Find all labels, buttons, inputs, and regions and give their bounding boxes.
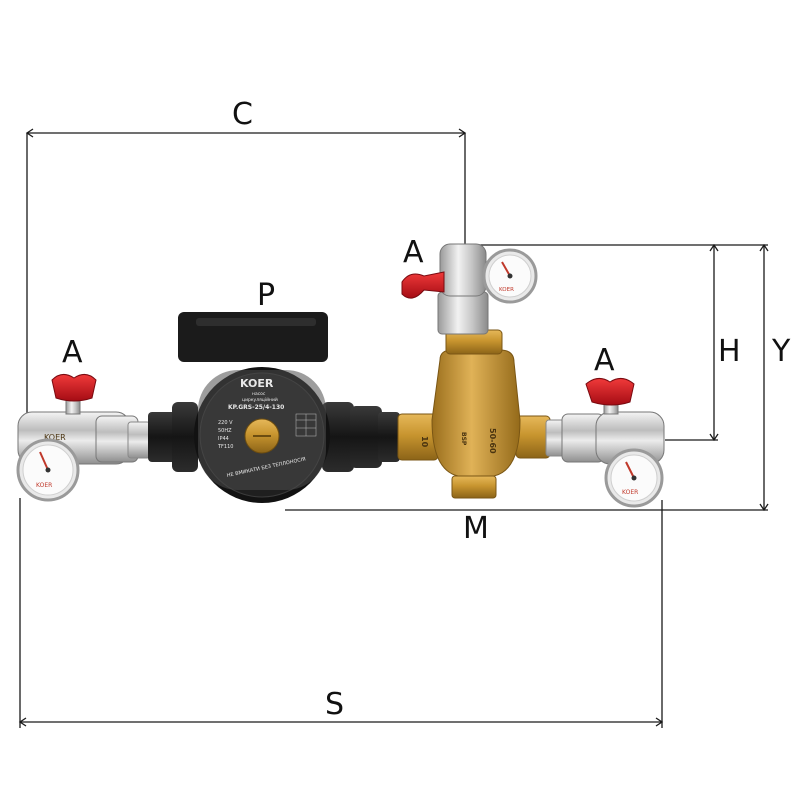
pump-brand: KOER xyxy=(240,377,274,390)
right-ball-valve: KOER xyxy=(545,378,665,508)
right-gauge-pivot xyxy=(631,475,637,481)
label-s: S xyxy=(325,687,344,722)
top-gauge-brand: KOER xyxy=(499,287,514,293)
left-valve-thread xyxy=(127,421,151,459)
left-valve-red-handle xyxy=(51,374,97,402)
circulation-pump: KOER насос циркуляційний KP.GRS-25/4-130… xyxy=(148,312,400,503)
left-gauge-needle xyxy=(39,451,49,471)
pump-speed-table xyxy=(295,413,317,437)
dimension-y-arrow-top xyxy=(759,243,769,252)
label-a-left: A xyxy=(62,335,83,370)
left-gauge-brand: KOER xyxy=(36,482,52,489)
dimension-labels: C A P A A H Y M S xyxy=(62,97,791,722)
pump-type-line2: циркуляційний xyxy=(242,396,278,403)
top-valve-red-handle xyxy=(401,271,445,299)
top-gauge-needle xyxy=(501,261,511,277)
label-a-top: A xyxy=(403,235,424,270)
right-gauge-needle xyxy=(625,461,635,479)
pump-type-line: насос xyxy=(252,392,266,397)
top-valve-body xyxy=(439,243,487,297)
pump-spec-tf: TF110 xyxy=(217,444,233,450)
mixer-marking-2: BSP xyxy=(460,432,467,446)
label-m: M xyxy=(463,511,489,546)
top-gauge-pivot xyxy=(507,273,513,279)
pump-right-union xyxy=(350,406,382,468)
top-valve-lower-nut xyxy=(437,291,489,335)
pump-left-union xyxy=(148,412,178,462)
label-y: Y xyxy=(771,334,791,369)
pump-spec-freq: 50HZ xyxy=(218,428,232,434)
three-way-mixing-valve: 10 BSP 50-60 xyxy=(397,329,551,499)
dimension-lines xyxy=(18,128,769,728)
right-valve-red-handle xyxy=(585,378,635,406)
label-c: C xyxy=(232,97,253,132)
pump-left-coupling xyxy=(172,402,198,472)
mixer-bottom-cap xyxy=(451,475,497,499)
pump-right-coupling xyxy=(322,402,354,472)
mixer-marking-3: 50-60 xyxy=(488,428,497,454)
label-h: H xyxy=(718,334,741,369)
mixer-marking-1: 10 xyxy=(420,436,429,448)
left-ball-valve: KOER KOER xyxy=(16,374,151,502)
right-gauge-brand: KOER xyxy=(622,489,638,496)
mixer-right-port xyxy=(515,415,551,459)
label-p: P xyxy=(257,278,275,313)
pump-spec-ip: IP44 xyxy=(218,436,229,442)
dimension-h-arrow-top xyxy=(709,243,719,252)
label-a-right: A xyxy=(594,343,615,378)
pump-terminal-box-highlight xyxy=(196,318,316,326)
top-ball-valve: KOER xyxy=(401,243,538,335)
left-valve-brand: KOER xyxy=(44,433,66,442)
pump-right-nut xyxy=(378,412,400,462)
pump-model: KP.GRS-25/4-130 xyxy=(228,404,284,411)
left-gauge-pivot xyxy=(45,467,51,473)
mixer-body xyxy=(431,349,521,477)
pump-spec-voltage: 220 V xyxy=(218,420,233,426)
